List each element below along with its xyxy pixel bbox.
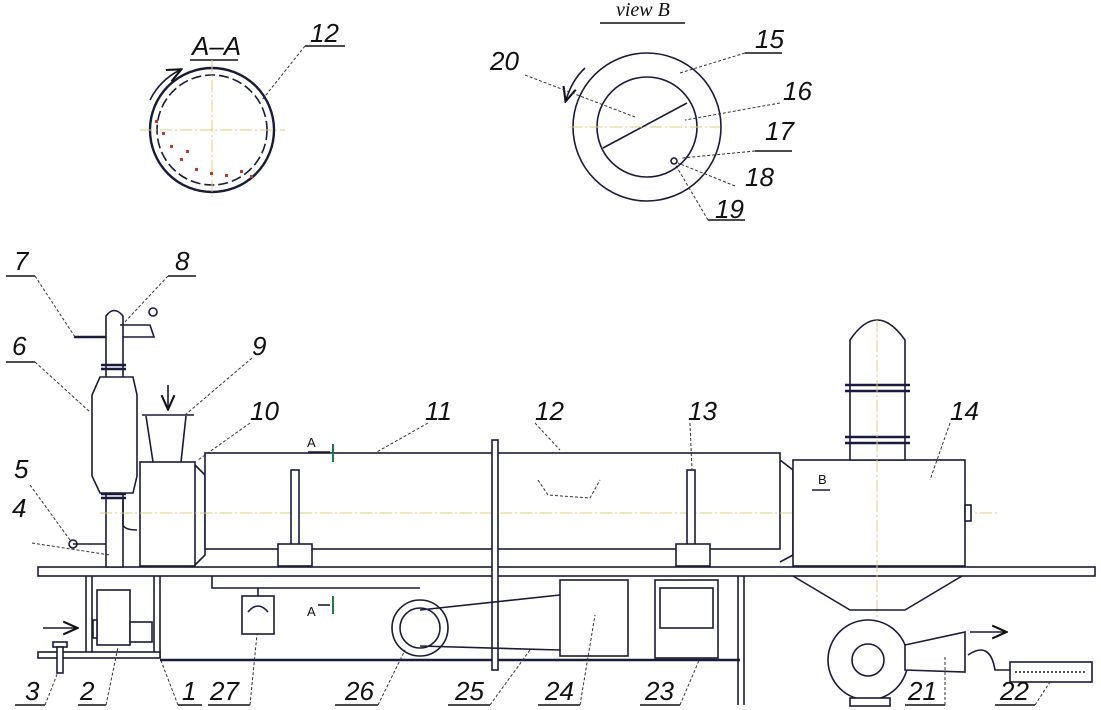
roller-support [277,543,313,567]
callout-16: 16 [783,76,812,106]
callout-20: 20 [489,46,519,76]
column-6 [91,376,138,494]
damper-8 [120,324,156,338]
callout-4: 4 [12,493,26,523]
fan-2 [96,589,131,646]
rotation-arrow-icon [149,70,180,101]
section-marker-a: A [307,435,316,450]
callout-2: 2 [79,676,95,706]
roller-support [675,543,711,567]
callout-5: 5 [14,454,29,484]
support-bolt [56,646,64,674]
callout-10: 10 [250,396,279,426]
tyre-ring [290,469,300,557]
callout-3: 3 [25,676,40,706]
furnace-box-10 [139,461,196,567]
callout-26: 26 [344,676,374,706]
callout-23: 23 [644,676,674,706]
callout-15: 15 [755,24,784,54]
hopper-9 [142,414,194,463]
callout-25: 25 [454,676,484,706]
material-layer [155,120,253,178]
exhaust-fan-21 [827,619,909,701]
callout-14: 14 [950,396,979,426]
section-marker-b: B [818,472,827,487]
drive-ring [491,439,499,671]
callout-8: 8 [175,246,190,276]
gauge-5 [68,539,78,549]
callout-17: 17 [765,116,795,146]
base-plate [37,651,161,659]
view-b: view B 20 15 16 17 18 19 [489,0,812,224]
section-a-a: A–A 12 [140,18,345,200]
callout-12: 12 [535,396,564,426]
callout-9: 9 [252,331,266,361]
chamber-14 [792,459,966,567]
section-title: A–A [190,31,241,61]
callout-12-section: 12 [310,18,339,48]
callout-13: 13 [688,396,717,426]
callout-7: 7 [14,246,30,276]
gauge-27 [241,595,275,635]
unit-23 [654,579,719,659]
callout-27: 27 [209,676,240,706]
cyclone-hopper [792,575,963,611]
rotation-arrow-icon [566,67,586,100]
callout-19: 19 [715,194,744,224]
callout-6: 6 [12,331,27,361]
callout-18: 18 [745,162,774,192]
tyre-ring-13 [686,469,696,557]
callout-24: 24 [544,676,574,706]
section-marker-a: A [307,604,316,619]
gearbox-24 [559,579,629,657]
callout-22: 22 [999,676,1029,706]
view-title: view B [616,0,670,21]
callouts: 7 8 6 9 10 11 12 13 14 5 4 3 2 1 27 26 2… [6,246,1051,706]
callout-11: 11 [425,396,452,426]
main-assembly: A A B [37,307,1096,707]
frame-platform [37,566,1096,577]
callout-1: 1 [182,676,196,706]
callout-21: 21 [907,676,937,706]
